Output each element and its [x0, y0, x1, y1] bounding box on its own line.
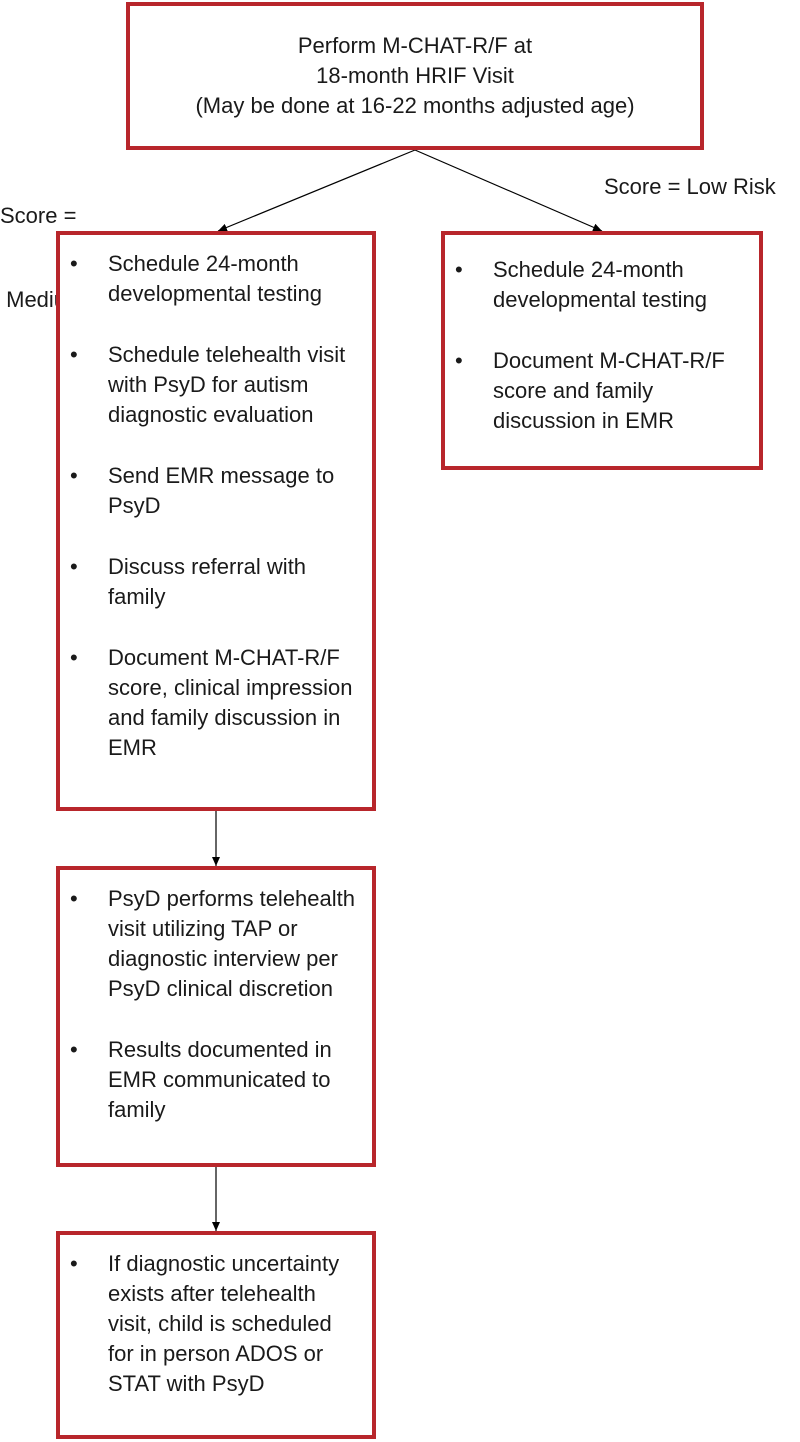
high-risk-list: Schedule 24-month developmental testing … [60, 249, 362, 763]
list-item: PsyD performs telehealth visit utilizing… [60, 884, 362, 1004]
list-item: If diagnostic uncertainty exists after t… [60, 1249, 362, 1399]
high-risk-box: Schedule 24-month developmental testing … [56, 231, 376, 811]
start-line-3: (May be done at 16-22 months adjusted ag… [195, 93, 635, 118]
telehealth-box: PsyD performs telehealth visit utilizing… [56, 866, 376, 1167]
label-medium-high-line-1: Score = [0, 203, 77, 228]
list-item: Schedule 24-month developmental testing [445, 255, 749, 315]
followup-box: If diagnostic uncertainty exists after t… [56, 1231, 376, 1439]
list-item: Discuss referral with family [60, 552, 362, 612]
mchat-start-box: Perform M-CHAT-R/F at 18-month HRIF Visi… [126, 2, 704, 150]
telehealth-list: PsyD performs telehealth visit utilizing… [60, 884, 362, 1125]
low-risk-list: Schedule 24-month developmental testing … [445, 255, 749, 436]
low-risk-box: Schedule 24-month developmental testing … [441, 231, 763, 470]
list-item: Schedule 24-month developmental testing [60, 249, 362, 309]
list-item: Document M-CHAT-R/F score, clinical impr… [60, 643, 362, 763]
arrow-to-high-risk [217, 149, 416, 232]
followup-list: If diagnostic uncertainty exists after t… [60, 1249, 362, 1399]
list-item: Document M-CHAT-R/F score and family dis… [445, 346, 749, 436]
list-item: Send EMR message to PsyD [60, 461, 362, 521]
start-line-1: Perform M-CHAT-R/F at [297, 33, 533, 58]
arrow-to-low-risk [414, 149, 603, 232]
list-item: Schedule telehealth visit with PsyD for … [60, 340, 362, 430]
list-item: Results documented in EMR communicated t… [60, 1035, 362, 1125]
label-low-risk: Score = Low Risk [604, 174, 776, 199]
start-line-2: 18-month HRIF Visit [316, 63, 514, 88]
